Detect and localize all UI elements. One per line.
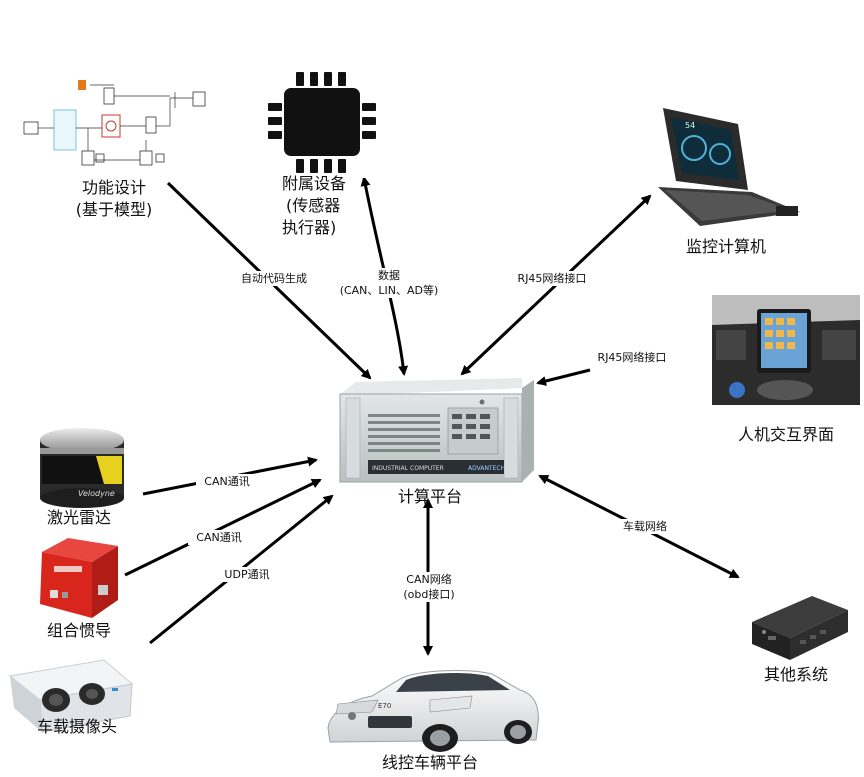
laptop-screen-text: 54 xyxy=(685,121,695,130)
imu-image xyxy=(40,538,118,618)
edge-label-autocode: 自动代码生成 xyxy=(228,271,320,286)
edge-label-can-lidar: CAN通讯 xyxy=(196,474,258,489)
edge-label-data-line2: (CAN、LIN、AD等) xyxy=(339,284,439,297)
car-badge-text: E70 xyxy=(378,702,391,710)
peripherals-label-line2: (传感器 xyxy=(286,196,341,215)
lidar-label: 激光雷达 xyxy=(46,508,111,527)
arrow-hmi-compute xyxy=(536,368,591,386)
model-design-label-line1: 功能设计 xyxy=(81,178,146,197)
ipc-brand-text: ADVANTECH xyxy=(468,465,505,472)
edge-label-can-vehicle-line2: (obd接口) xyxy=(403,588,455,601)
car-image: E70 xyxy=(327,670,539,752)
chip-image xyxy=(264,68,376,178)
monitor-pc-label: 监控计算机 xyxy=(685,237,766,256)
peripherals-label-line3: 执行器) xyxy=(282,218,337,237)
ipc-model-text: INDUSTRIAL COMPUTER xyxy=(372,465,444,472)
edge-label-rj45-monitor: RJ45网络接口 xyxy=(506,271,598,286)
camera-image xyxy=(8,659,134,733)
edge-label-can-vehicle: CAN网络 (obd接口) xyxy=(392,572,466,602)
camera-label: 车载摄像头 xyxy=(36,717,117,736)
edge-label-data: 数据 (CAN、LIN、AD等) xyxy=(328,268,450,298)
lidar-image: Velodyne xyxy=(40,428,124,508)
lidar-brand-text: Velodyne xyxy=(78,489,115,498)
edge-label-udp-camera: UDP通讯 xyxy=(214,567,280,582)
edge-label-vehicle-network: 车载网络 xyxy=(614,519,676,534)
hmi-label: 人机交互界面 xyxy=(737,425,834,444)
edge-label-can-imu: CAN通讯 xyxy=(188,530,250,545)
laptop-image: 54 xyxy=(658,108,800,226)
arrow-imu-to-compute xyxy=(124,478,322,577)
industrial-pc-image: INDUSTRIAL COMPUTER ADVANTECH xyxy=(338,378,534,483)
peripherals-label-line1: 附属设备 xyxy=(282,174,347,193)
simulink-model-image xyxy=(23,72,214,172)
other-system-image xyxy=(752,596,848,660)
imu-label: 组合惯导 xyxy=(46,621,111,640)
edge-label-data-line1: 数据 xyxy=(378,269,400,282)
other-system-label: 其他系统 xyxy=(763,665,828,684)
model-design-label: 功能设计 (基于模型) xyxy=(62,177,166,221)
edge-label-can-vehicle-line1: CAN网络 xyxy=(406,573,452,586)
edge-label-rj45-hmi: RJ45网络接口 xyxy=(586,350,678,365)
hmi-image xyxy=(712,295,860,405)
model-design-label-line2: (基于模型) xyxy=(75,200,153,219)
vehicle-label: 线控车辆平台 xyxy=(381,753,478,772)
compute-label: 计算平台 xyxy=(397,487,462,506)
peripherals-label: 附属设备 (传感器 执行器) xyxy=(268,173,364,239)
